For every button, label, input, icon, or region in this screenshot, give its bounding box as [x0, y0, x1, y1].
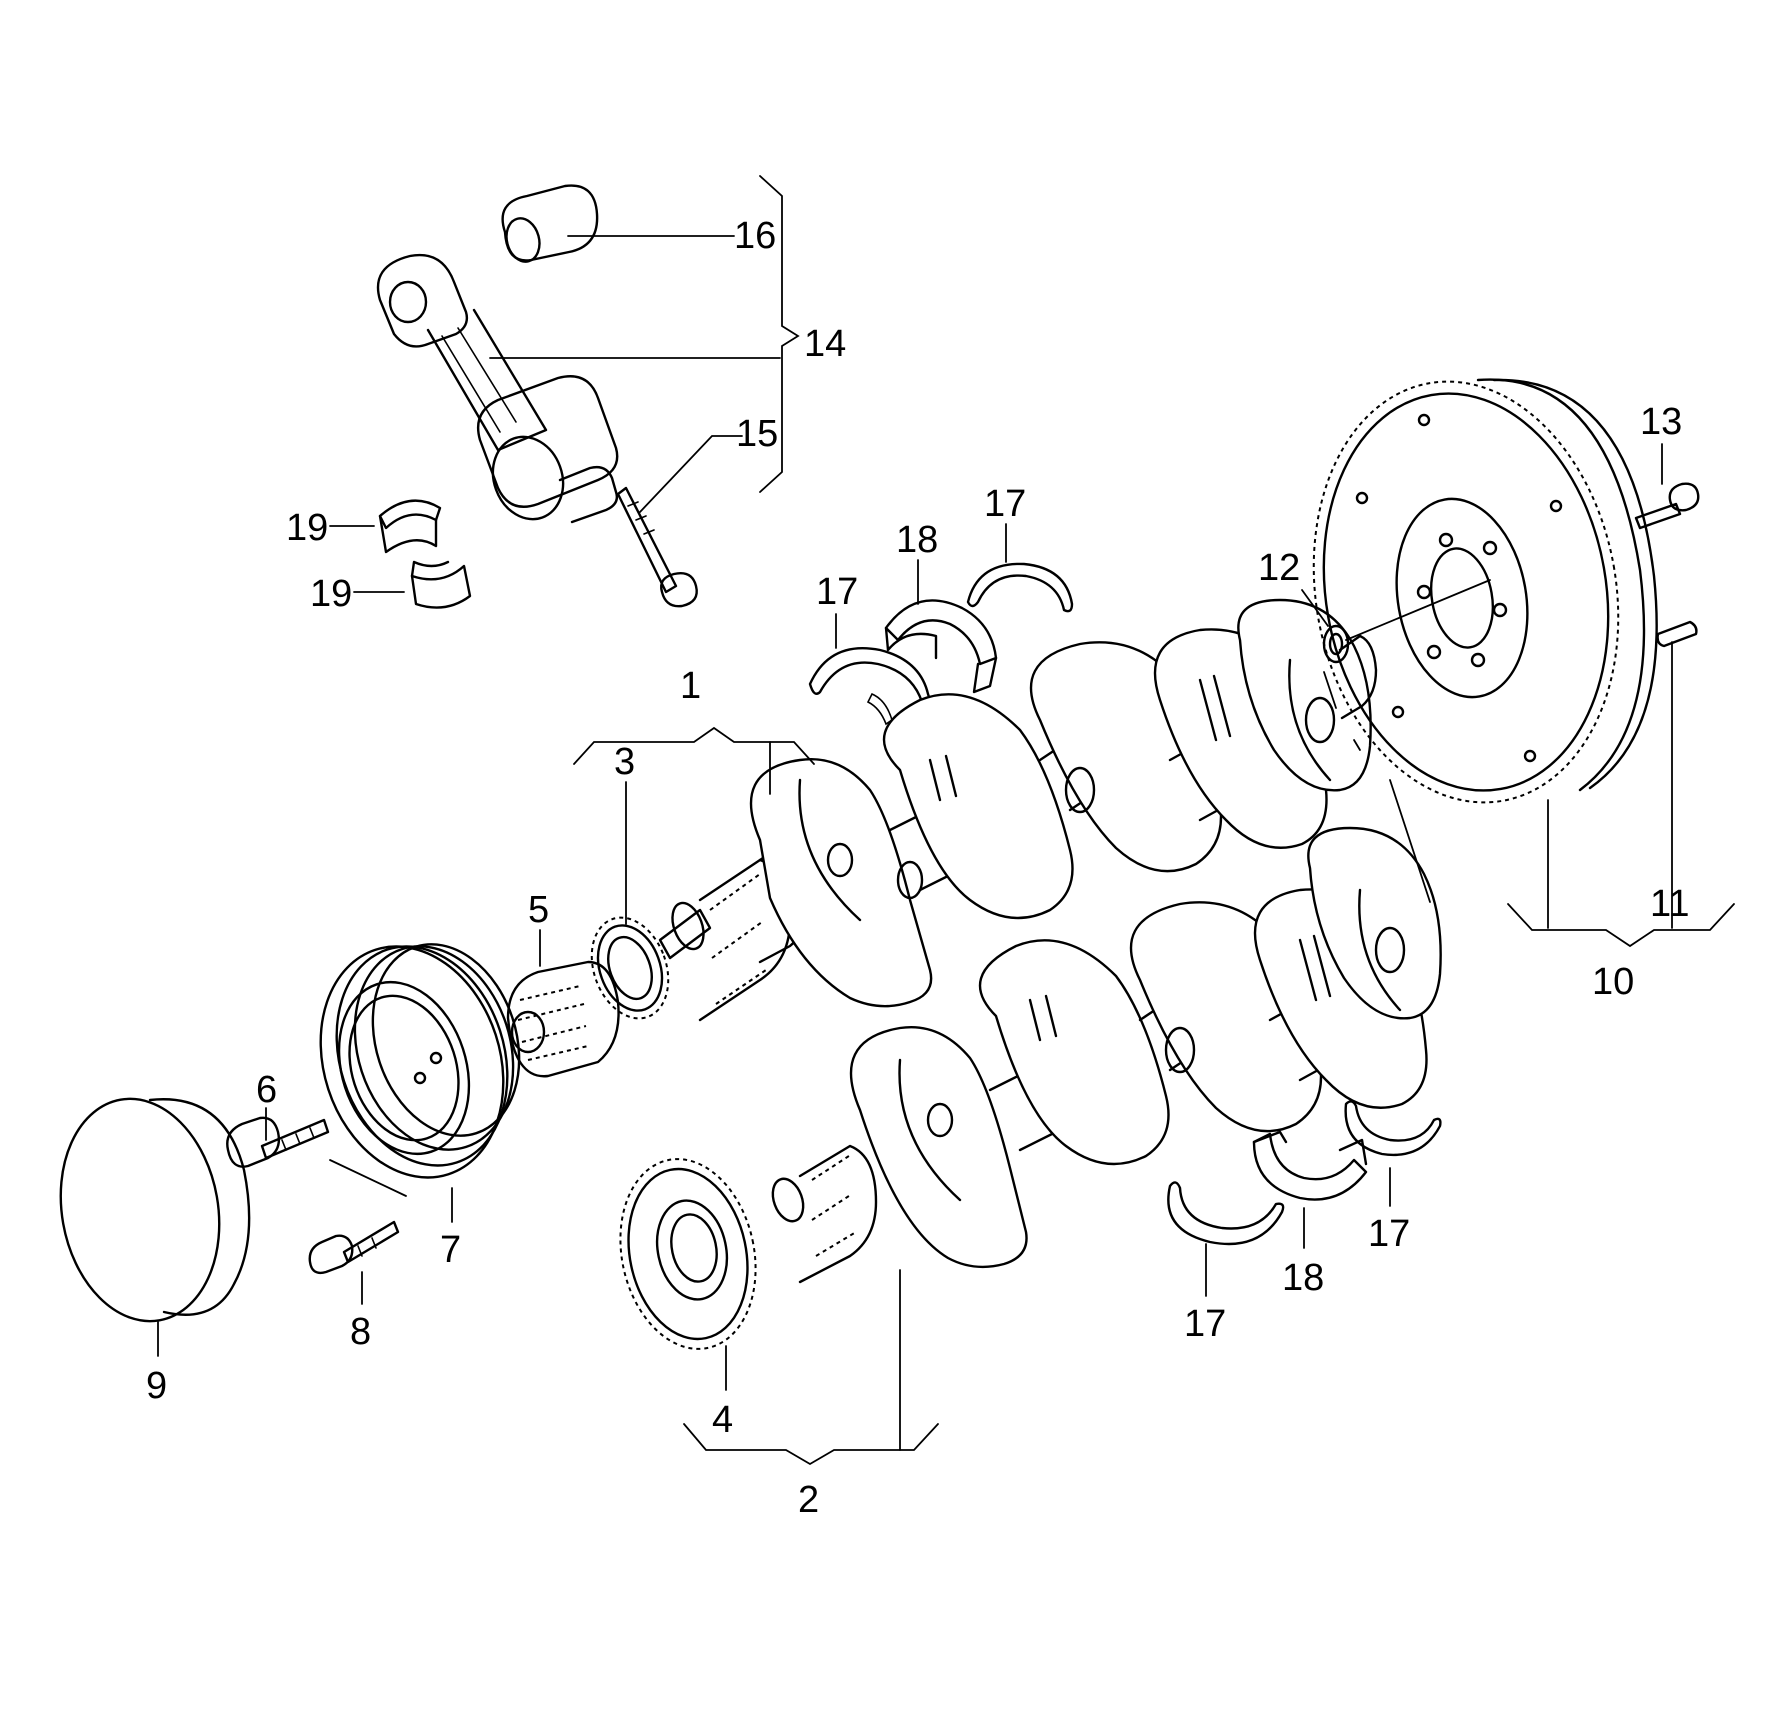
pulley-bolt: [308, 1220, 400, 1275]
leader-lines: [157, 175, 1735, 1466]
callout-13: 13: [1640, 401, 1682, 443]
damper-bolt: [226, 1116, 330, 1168]
thrust-washer-lower-right: [1344, 1100, 1442, 1157]
crankshaft-sprocket: [590, 916, 670, 1020]
callout-14: 14: [804, 323, 846, 365]
thrust-washer-lower-left: [1167, 1181, 1285, 1246]
cover-cap: [59, 1097, 251, 1323]
piston-pin-bushing: [501, 184, 599, 263]
callout-11: 11: [1650, 883, 1689, 925]
callout-15: 15: [736, 413, 778, 455]
callout-labels: 1 2 3 4 5 6 7 8 9 10 11 12 13 14 15 16 1…: [146, 215, 1689, 1521]
callout-18-upper: 18: [896, 519, 938, 561]
callout-2: 2: [798, 1479, 819, 1521]
callout-3: 3: [614, 741, 635, 783]
crankshaft-gear: [619, 1158, 757, 1350]
conrod-bearing-shell-upper: [378, 499, 442, 554]
callout-5: 5: [528, 889, 549, 931]
callout-19-lower: 19: [310, 573, 352, 615]
con-rod-bolt: [616, 486, 698, 608]
main-bearing-shell-lower: [1252, 1130, 1368, 1201]
callout-16: 16: [734, 215, 776, 257]
callout-19-upper: 19: [286, 507, 328, 549]
callout-17-upper-left: 17: [816, 571, 858, 613]
callout-4: 4: [712, 1399, 733, 1441]
conrod-bearing-shell-lower: [410, 560, 472, 609]
callout-12: 12: [1258, 547, 1300, 589]
callout-9: 9: [146, 1365, 167, 1407]
flywheel: [1312, 378, 1658, 804]
callout-7: 7: [440, 1229, 461, 1271]
callout-18-lower: 18: [1282, 1257, 1324, 1299]
toothed-belt-gear: [506, 960, 620, 1078]
callout-10: 10: [1592, 961, 1634, 1003]
dowel-pin: [1656, 620, 1698, 648]
crankshaft-variant-2: [771, 826, 1442, 1284]
crankshaft-variant-1: [658, 598, 1378, 1022]
main-bearing-shell-upper: [884, 599, 998, 694]
callout-17-lower-right: 17: [1368, 1213, 1410, 1255]
flywheel-bolt: [1634, 482, 1700, 530]
callout-17-lower-left: 17: [1184, 1303, 1226, 1345]
connecting-rod: [376, 253, 619, 524]
callout-1: 1: [680, 665, 701, 707]
vibration-damper-pulley: [319, 943, 521, 1179]
callout-8: 8: [350, 1311, 371, 1353]
callout-17-upper-right: 17: [984, 483, 1026, 525]
thrust-washer-upper-right: [966, 562, 1074, 613]
callout-6: 6: [256, 1069, 277, 1111]
